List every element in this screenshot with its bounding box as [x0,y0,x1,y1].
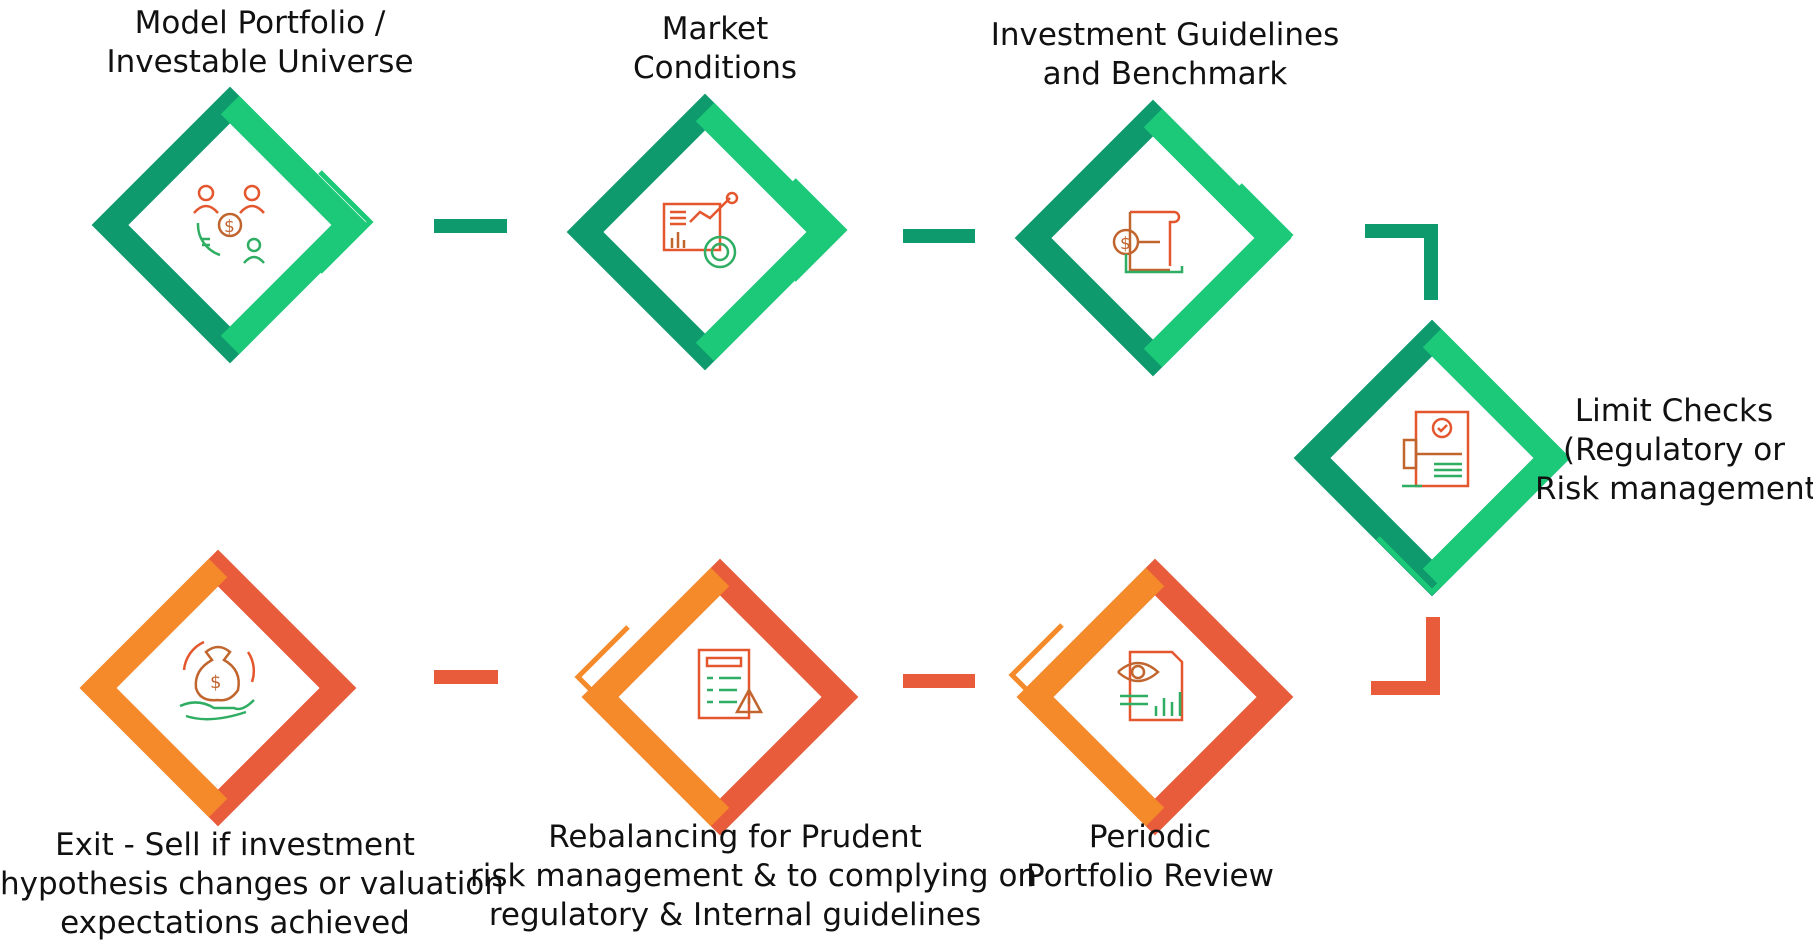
label-investment-guidelines: Investment Guidelines and Benchmark [985,16,1345,94]
diamond-periodic-review [1008,558,1294,836]
diamond-limit-checks [1293,319,1571,597]
label-line: Risk management) [1535,471,1813,507]
svg-text:$: $ [1120,234,1131,254]
connector-6-7 [434,670,498,684]
label-line: Periodic [1088,819,1212,855]
label-periodic-review: Periodic Portfolio Review [1000,818,1300,896]
label-line: regulatory & Internal guidelines [488,897,982,933]
label-line: Limit Checks [1574,393,1774,429]
label-line: Model Portfolio / [134,5,386,41]
double-chevron-down-4 [1376,536,1488,596]
checklist-warning-icon [697,648,764,720]
svg-text:$: $ [224,217,235,237]
diamond-market-conditions [566,93,848,371]
label-model-portfolio: Model Portfolio / Investable Universe [100,4,420,82]
label-line: (Regulatory or [1562,432,1786,468]
diamond-investment-guidelines: $ [1014,99,1294,377]
label-line: expectations achieved [60,905,410,941]
label-line: Exit - Sell if investment [55,827,415,863]
market-chart-icon [662,191,739,269]
double-chevron-right-1 [318,170,374,274]
label-market-conditions: Market Conditions [575,10,855,88]
money-bag-hand-icon: $ [179,640,255,721]
label-line: Investable Universe [106,44,414,80]
label-line: Rebalancing for Prudent [548,819,922,855]
connector-2-3 [903,229,975,243]
double-chevron-left-6 [574,625,630,729]
label-line: hypothesis changes or valuation [0,866,504,902]
eye-report-icon [1117,650,1184,722]
connector-1-2 [434,219,507,233]
label-rebalancing: Rebalancing for Prudent risk management … [470,818,1038,935]
label-line: and Benchmark [1042,56,1288,92]
people-dollar-icon: $ [193,184,265,264]
scroll-dollar-icon: $ [1112,210,1184,274]
svg-text:$: $ [210,672,221,693]
connector-5-6 [903,674,975,688]
double-chevron-right-3 [1238,183,1294,287]
gavel-document-icon [1402,410,1470,488]
label-limit-checks: Limit Checks (Regulatory or Risk managem… [1535,392,1813,509]
double-chevron-left-5 [1008,623,1064,727]
elbow-connector-4-5 [1371,617,1440,695]
elbow-connector-3-4 [1365,224,1438,300]
label-exit: Exit - Sell if investment hypothesis cha… [0,826,504,943]
label-line: Conditions [632,50,798,86]
label-line: Portfolio Review [1026,858,1274,894]
diamond-exit: $ [79,549,357,827]
label-line: Investment Guidelines [990,17,1340,53]
label-line: Market [661,11,769,47]
diamond-rebalancing [574,558,859,836]
label-line: risk management & to complying on [470,858,1038,894]
double-chevron-right-2 [792,178,848,282]
diamond-model-portfolio: $ [91,86,374,364]
